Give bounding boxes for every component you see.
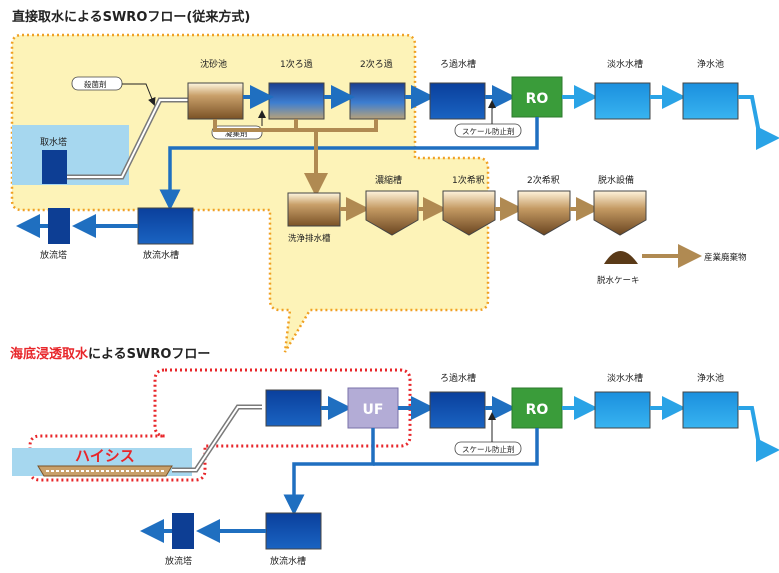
wash-drain-tank-label: 洗浄排水槽 xyxy=(288,233,331,244)
filtered-tank-2 xyxy=(429,391,486,429)
section2-title-rest: によるSWROフロー xyxy=(88,347,211,362)
discharge-tank-2 xyxy=(265,512,322,550)
industrial-waste-label: 産業廃棄物 xyxy=(704,252,747,263)
clean-pool-2 xyxy=(682,391,739,429)
filtered-tank-label: ろ過水槽 xyxy=(440,58,476,70)
ro-unit xyxy=(511,76,563,118)
discharge-tower-2 xyxy=(172,513,194,549)
wash-drain-tank xyxy=(287,192,341,227)
discharge-tank-2-label: 放流水槽 xyxy=(270,555,306,567)
filter2-tank xyxy=(349,82,406,120)
section2-title: 海底浸透取水によるSWROフロー xyxy=(10,343,210,362)
dewatered-cake xyxy=(604,251,638,264)
ro-label: RO xyxy=(526,91,549,107)
thickener-tank xyxy=(365,190,419,236)
uf-unit xyxy=(347,387,399,429)
scale-inhibitor-tag xyxy=(454,123,522,138)
dilution2-tank xyxy=(517,190,571,236)
ro-2-label: RO xyxy=(526,402,549,418)
filter2-label: 2次ろ過 xyxy=(360,58,393,70)
clean-pool xyxy=(682,82,739,120)
filtered-tank-2-label: ろ過水槽 xyxy=(440,372,476,384)
sand-settling-tank xyxy=(187,82,244,120)
freshwater-tank-2 xyxy=(594,391,651,429)
scale-inhibitor-2-label: スケール防止剤 xyxy=(462,444,515,454)
discharge-tank xyxy=(137,207,194,245)
uf-label: UF xyxy=(363,402,384,418)
discharge-tower-2-label: 放流塔 xyxy=(165,555,192,567)
discharge-tank-label: 放流水槽 xyxy=(143,249,179,261)
dewatering-label: 脱水設備 xyxy=(598,174,634,186)
section1-title: 直接取水によるSWROフロー(従来方式) xyxy=(12,10,251,25)
reject-line-1 xyxy=(159,117,539,211)
disinfectant-label: 殺菌剤 xyxy=(84,79,107,89)
filter1-tank xyxy=(268,82,325,120)
dilution1-tank xyxy=(442,190,496,236)
scale-inhibitor-label: スケール防止剤 xyxy=(462,126,515,136)
freshwater-tank xyxy=(594,82,651,120)
dilution2-label: 2次希釈 xyxy=(527,174,560,186)
discharge-tower-label: 放流塔 xyxy=(40,249,67,261)
filter1-label: 1次ろ過 xyxy=(280,58,313,70)
product-outflow-1 xyxy=(738,95,779,150)
raw-water-tank xyxy=(265,389,322,427)
scale-inhibitor-2-tag xyxy=(454,441,522,456)
filtered-tank xyxy=(429,82,486,120)
reject-line-2 xyxy=(283,428,375,516)
intake-tower-label: 取水塔 xyxy=(40,136,67,148)
product-outflow-2 xyxy=(738,406,779,462)
thickener-label: 濃縮槽 xyxy=(375,174,402,186)
clean-pool-label: 浄水池 xyxy=(697,58,724,70)
sand-settling-label: 沈砂池 xyxy=(200,58,227,70)
freshwater-tank-2-label: 淡水水槽 xyxy=(607,372,643,384)
disinfectant-arrow xyxy=(122,83,156,106)
section2-title-highlight: 海底浸透取水 xyxy=(10,347,89,362)
coagulant-label: 凝集剤 xyxy=(225,128,248,138)
clean-pool-2-label: 浄水池 xyxy=(697,372,724,384)
dewatering-unit xyxy=(593,190,647,236)
hisys-label: ハイシス xyxy=(75,447,135,465)
freshwater-tank-label: 淡水水槽 xyxy=(607,58,643,70)
dilution1-label: 1次希釈 xyxy=(452,174,485,186)
intake-tower xyxy=(42,150,67,184)
dewatered-cake-label: 脱水ケーキ xyxy=(597,275,640,286)
discharge-tower xyxy=(48,208,70,244)
seabed-infiltration-bed xyxy=(37,465,173,477)
